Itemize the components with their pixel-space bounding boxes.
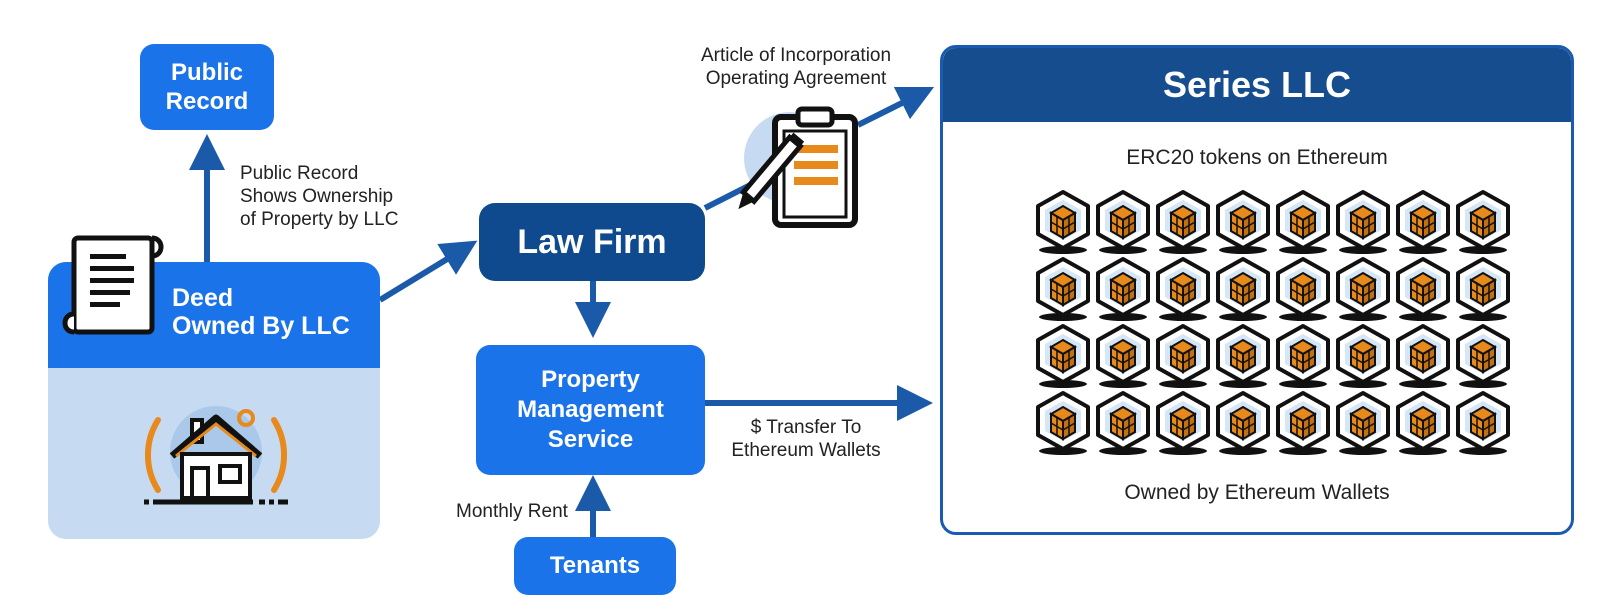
law-firm-label: Law Firm [517, 222, 667, 261]
token-cube-icon [1213, 389, 1273, 456]
token-cube-icon [1153, 188, 1213, 255]
token-cube-icon [1453, 255, 1513, 322]
tenants-node: Tenants [514, 537, 676, 595]
token-cube-icon [1333, 188, 1393, 255]
incorporation-docs-label: Article of Incorporation Operating Agree… [700, 45, 892, 89]
token-cube-icon [1093, 255, 1153, 322]
token-cube-icon [1393, 322, 1453, 389]
token-cube-icon [1393, 389, 1453, 456]
token-cube-icon [1033, 389, 1093, 456]
arrow-clipboard-to-series-llc [856, 86, 935, 128]
clipboard-pen-icon [738, 106, 858, 228]
monthly-rent-label: Monthly Rent [456, 501, 568, 522]
token-cube-icon [1273, 188, 1333, 255]
property-management-label: Property Management Service [517, 366, 664, 453]
public-record-label: Public Record [165, 59, 249, 115]
token-cube-icon [1273, 322, 1333, 389]
token-cube-icon [1333, 255, 1393, 322]
series-llc-panel: Series LLC ERC20 tokens on Ethereum Owne… [940, 45, 1574, 535]
token-cube-icon [1213, 188, 1273, 255]
token-cube-icon [1033, 188, 1093, 255]
house-icon [144, 406, 288, 505]
token-cube-icon [1153, 255, 1213, 322]
token-cube-icon [1393, 188, 1453, 255]
token-cube-icon [1213, 322, 1273, 389]
token-cube-icon [1333, 322, 1393, 389]
token-cube-icon [1153, 322, 1213, 389]
token-cube-icon [1033, 255, 1093, 322]
token-cube-icon [1273, 255, 1333, 322]
token-cube-icon [1033, 322, 1093, 389]
public-record-note: Public Record Shows Ownership of Propert… [240, 163, 399, 230]
token-cube-icon [1393, 255, 1453, 322]
token-cube-icon [1213, 255, 1273, 322]
tenants-label: Tenants [549, 552, 641, 579]
public-record-node: Public Record [140, 44, 274, 130]
owners-caption: Owned by Ethereum Wallets [1124, 481, 1390, 504]
token-cube-icon [1153, 389, 1213, 456]
token-cube-icon [1273, 389, 1333, 456]
token-cube-icon [1453, 188, 1513, 255]
arrow-deed-to-law-firm [378, 240, 478, 303]
deed-label: Deed Owned By LLC [172, 284, 350, 340]
law-firm-node: Law Firm [479, 203, 705, 281]
token-cube-icon [1093, 322, 1153, 389]
token-cube-icon [1453, 389, 1513, 456]
tokens-caption: ERC20 tokens on Ethereum [1126, 146, 1388, 169]
token-grid [1033, 188, 1513, 456]
token-cube-icon [1333, 389, 1393, 456]
series-llc-title: Series LLC [943, 48, 1571, 122]
token-cube-icon [1093, 188, 1153, 255]
token-cube-icon [1453, 322, 1513, 389]
token-cube-icon [1093, 389, 1153, 456]
deed-scroll-icon [62, 235, 164, 335]
property-management-node: Property Management Service [476, 345, 705, 475]
transfer-label: $ Transfer To Ethereum Wallets [731, 417, 881, 461]
